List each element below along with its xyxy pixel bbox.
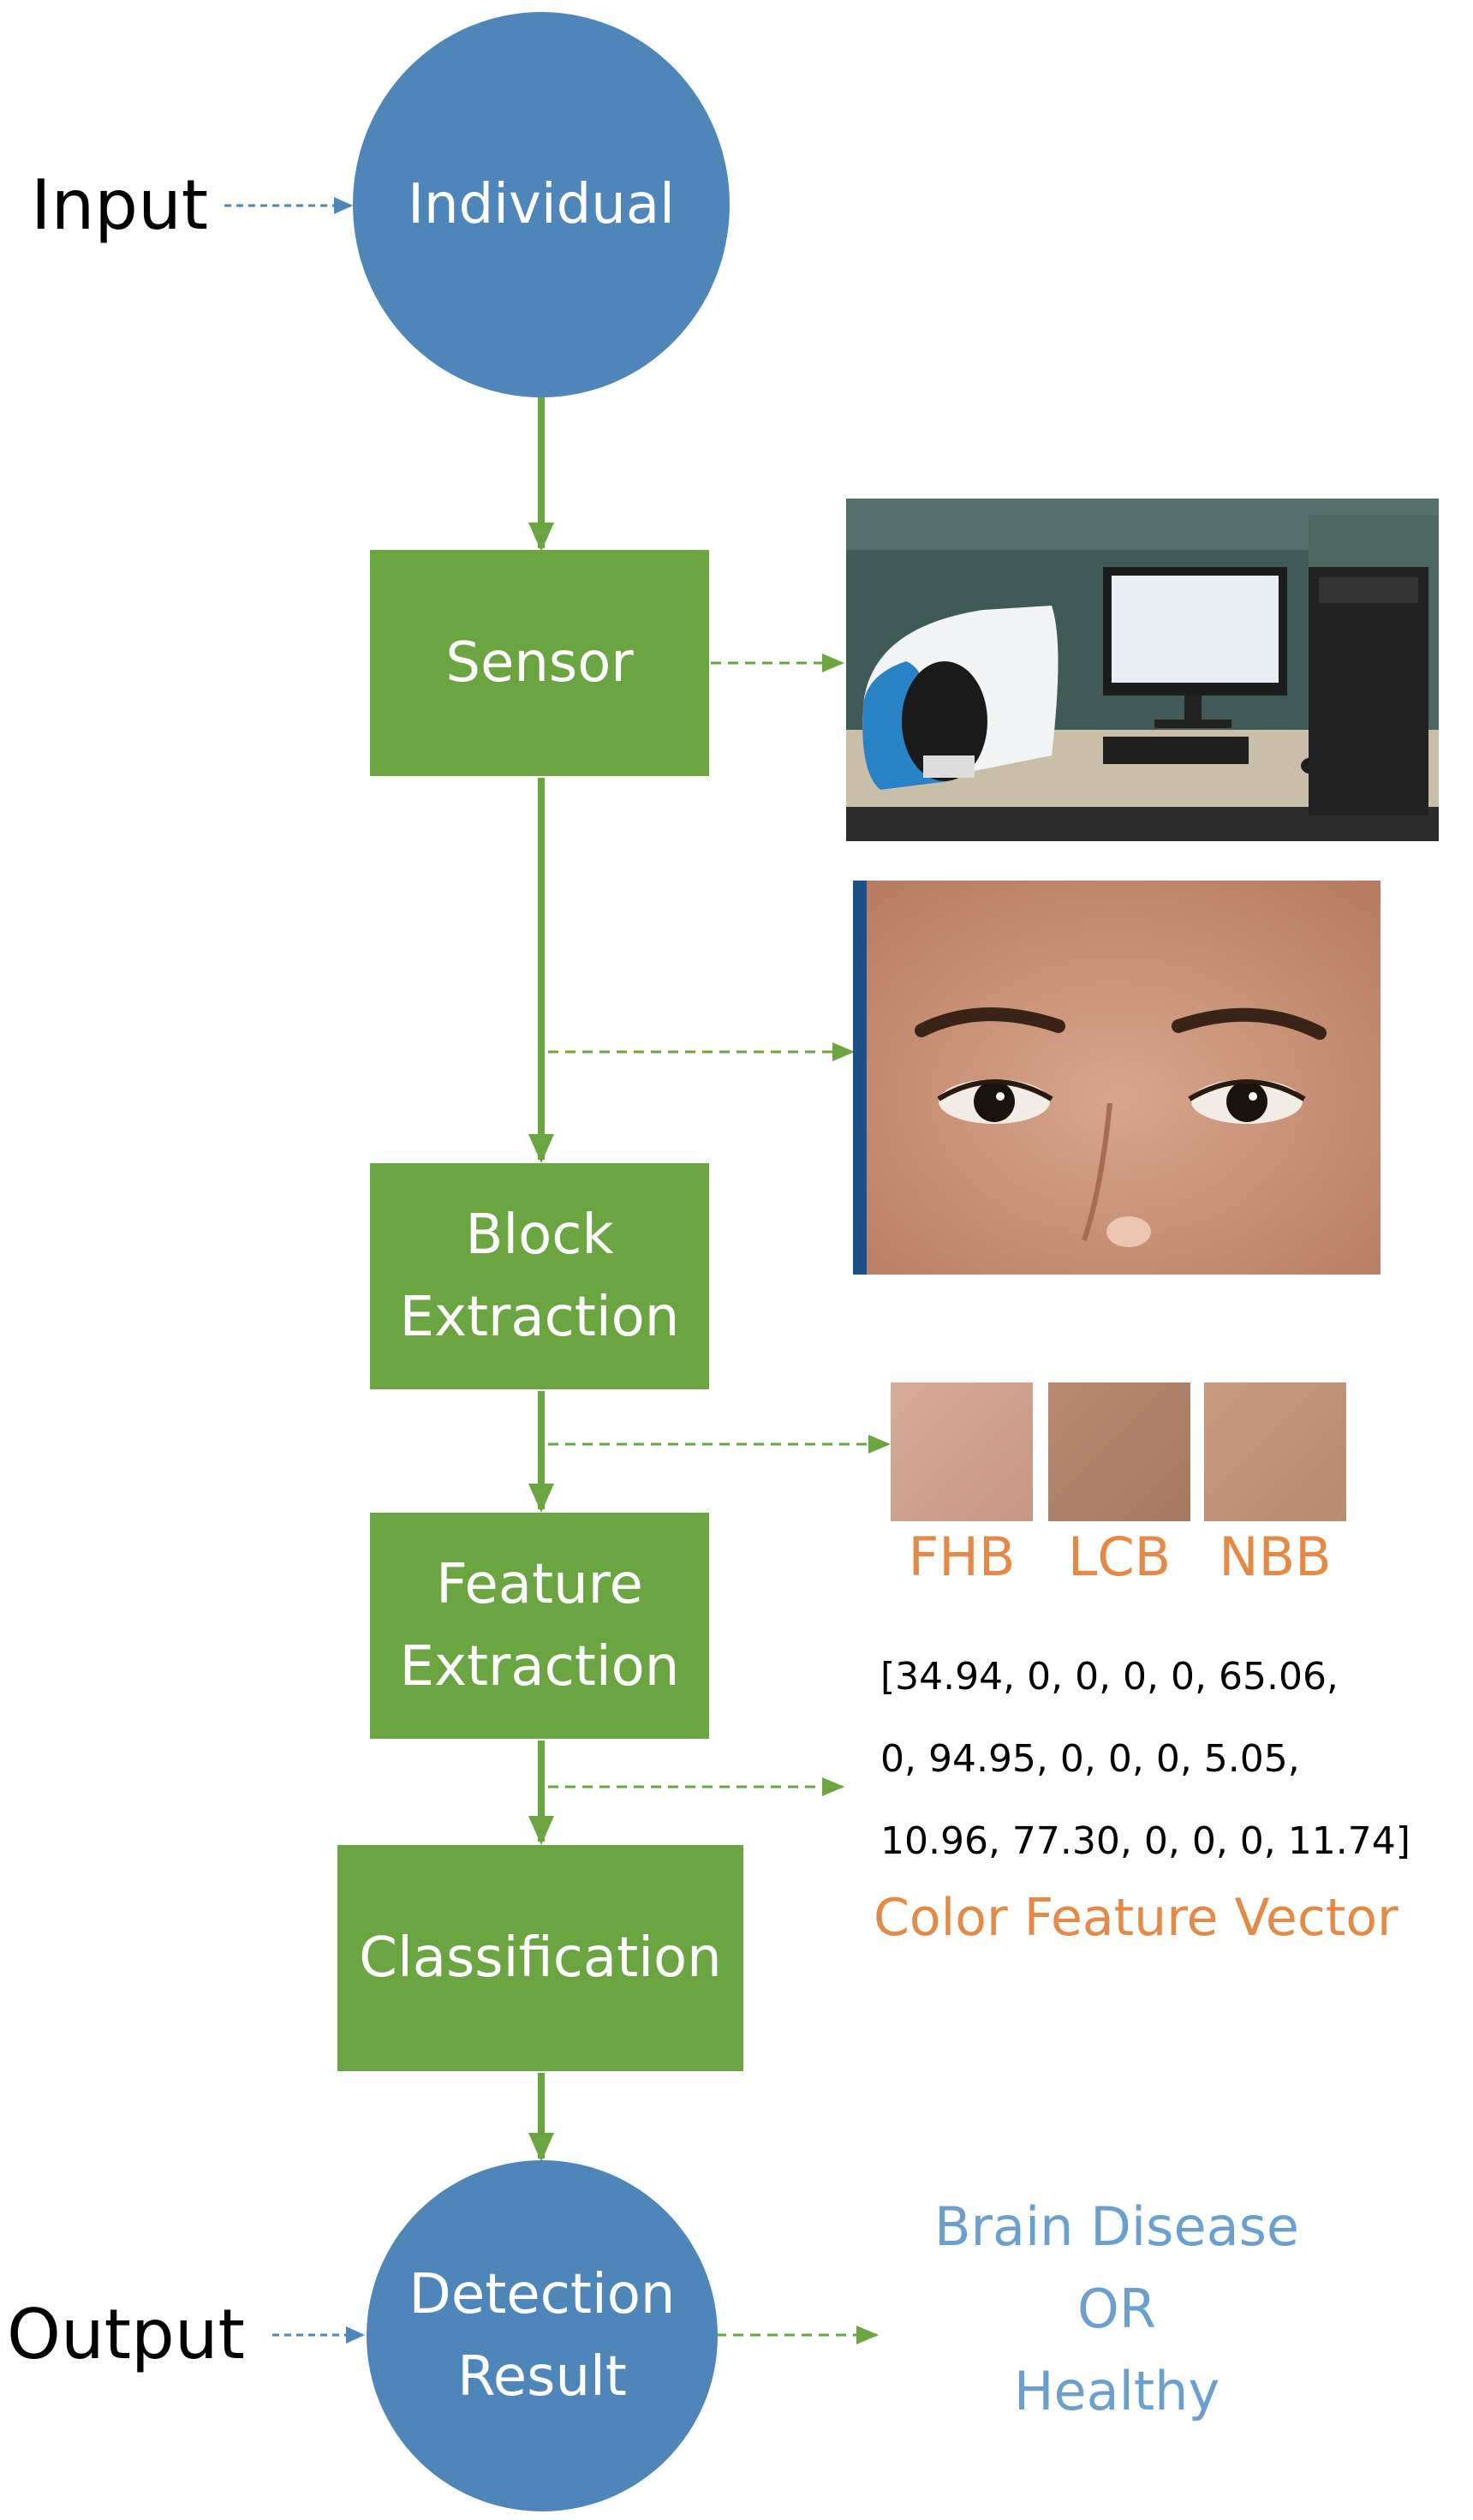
feature-extraction-box: Feature Extraction [370,1513,709,1739]
face-photo [853,881,1381,1275]
block-extraction-line-2: Extraction [399,1286,680,1349]
feature-vector-line-1: [34.94, 0, 0, 0, 0, 65.06, [880,1655,1339,1699]
output-label: Output [7,2295,245,2374]
outcome-line-3: Healthy [1013,2360,1220,2422]
sensor-box-label: Sensor [445,631,634,695]
detection-result-line-2: Result [457,2345,627,2409]
block-extraction-box-label: Block Extraction [400,1194,680,1359]
detection-result-node: Detection Result [367,2160,718,2511]
block-extraction-line-1: Block [465,1203,614,1267]
feature-vector-line-2: 0, 94.95, 0, 0, 0, 5.05, [880,1737,1300,1781]
outcome-line-1: Brain Disease [933,2195,1300,2258]
feature-extraction-line-1: Feature [436,1553,643,1616]
individual-node: Individual [353,12,730,397]
feature-extraction-line-2: Extraction [399,1635,680,1699]
individual-node-label: Individual [408,173,675,236]
sensor-device-photo [846,499,1439,841]
skin-block-label-fhb: FHB [908,1526,1016,1588]
outcome-line-2: OR [1077,2278,1156,2340]
feature-vector-caption: Color Feature Vector [874,1888,1398,1948]
skin-block-label-nbb: NBB [1219,1526,1332,1588]
classification-box-label: Classification [359,1926,722,1990]
feature-vector: [34.94, 0, 0, 0, 0, 65.06, 0, 94.95, 0, … [880,1636,1473,1883]
skin-block-nbb [1204,1382,1346,1521]
input-label: Input [31,165,209,245]
skin-block-fhb [891,1382,1033,1521]
sensor-box: Sensor [370,550,709,776]
outcome-text: Brain Disease OR Healthy [886,2186,1348,2433]
feature-extraction-box-label: Feature Extraction [400,1544,680,1708]
skin-block-lcb [1048,1382,1190,1521]
skin-block-label-lcb: LCB [1067,1526,1172,1588]
feature-vector-line-3: 10.96, 77.30, 0, 0, 0, 11.74] [880,1819,1410,1863]
detection-result-line-1: Detection [409,2263,676,2326]
classification-box: Classification [337,1845,743,2071]
block-extraction-box: Block Extraction [370,1163,709,1389]
detection-result-node-label: Detection Result [409,2254,676,2418]
